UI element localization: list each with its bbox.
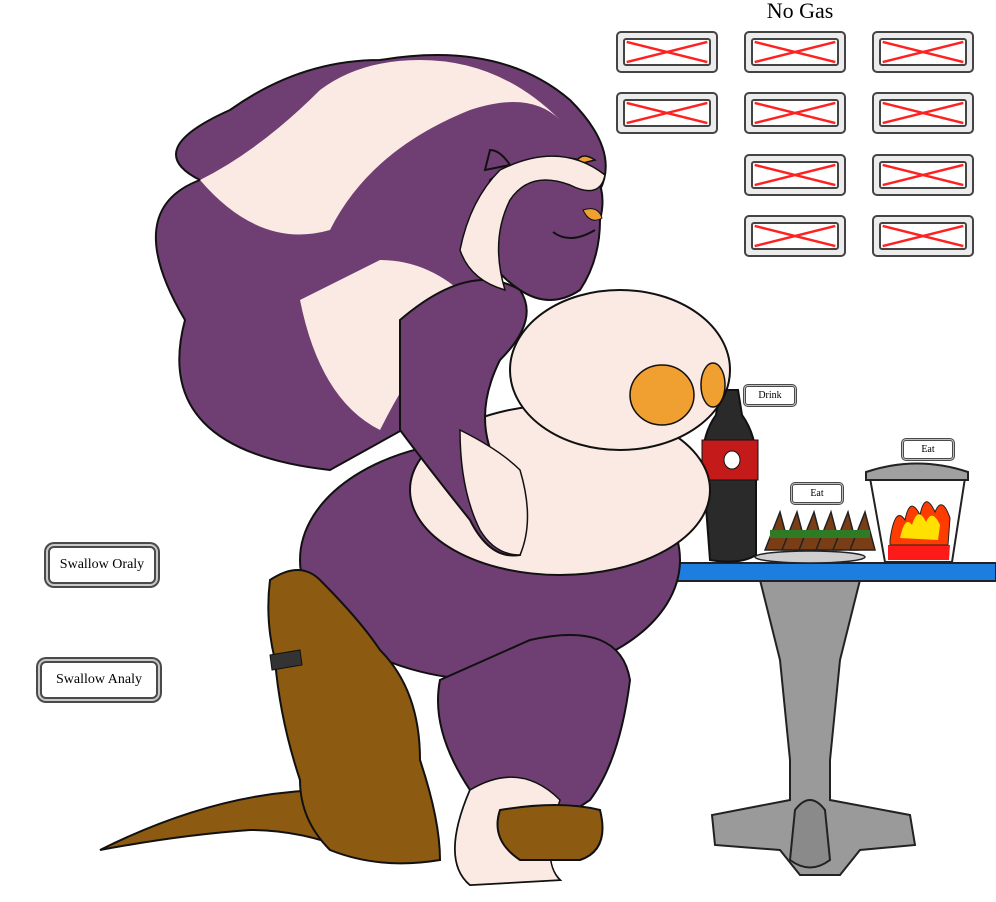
empty-cross-icon [625,40,709,64]
gas-slot-window [623,38,711,66]
empty-cross-icon [753,40,837,64]
gas-slot-window [751,38,839,66]
otter-tail [99,788,352,852]
gas-slot-window [879,99,967,127]
gas-slot-window [623,99,711,127]
gas-slot-5 [744,92,846,134]
skunk-character [154,54,731,887]
empty-cross-icon [753,101,837,125]
gas-slot-4 [616,92,718,134]
eat-chips-button[interactable]: Eat [903,440,953,459]
otter-body [267,569,442,865]
gas-slot-window [751,99,839,127]
table [639,562,996,876]
gas-slot-1 [616,31,718,73]
table-leg [710,579,917,876]
gas-slot-2 [744,31,846,73]
gas-slot-window [751,161,839,189]
gas-slot-window [879,38,967,66]
empty-cross-icon [881,163,965,187]
empty-cross-icon [881,224,965,248]
empty-cross-icon [753,163,837,187]
drink-button[interactable]: Drink [745,386,795,405]
table-top [639,562,996,582]
gas-slot-window [879,161,967,189]
gas-slot-6 [872,92,974,134]
empty-cross-icon [881,40,965,64]
empty-cross-icon [625,101,709,125]
empty-cross-icon [753,224,837,248]
gas-slot-window [879,222,967,250]
swallow-oral-button[interactable]: Swallow Oraly [48,546,156,584]
swallow-anal-button[interactable]: Swallow Analy [40,661,158,699]
otter-character [99,569,604,865]
gas-status-label: No Gas [766,0,834,23]
gas-slot-3 [872,31,974,73]
gas-slot-9 [744,215,846,257]
gas-slot-10 [872,215,974,257]
table-leg-knob [788,799,832,869]
tacos-plate[interactable] [754,509,876,564]
soda-bottle[interactable] [701,389,759,563]
eat-tacos-button[interactable]: Eat [792,484,842,503]
gas-slot-window [751,222,839,250]
empty-cross-icon [881,101,965,125]
gas-slot-7 [744,154,846,196]
gas-slot-8 [872,154,974,196]
chips-bag[interactable] [865,462,969,563]
